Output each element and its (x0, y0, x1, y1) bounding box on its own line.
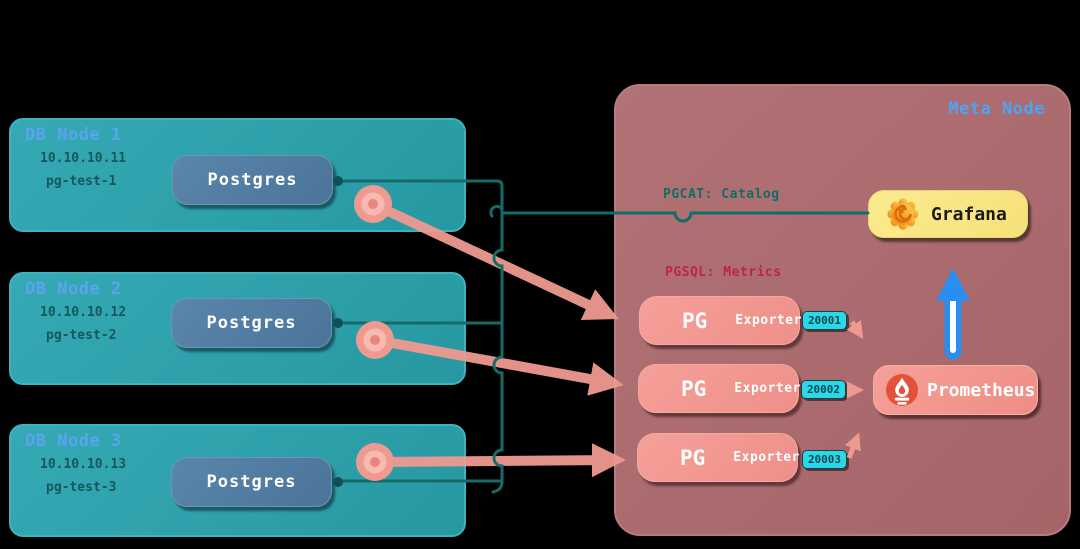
db-node-title: DB Node 1 (25, 125, 122, 145)
postgres-box-3: Postgres (171, 457, 332, 507)
grafana-label: Grafana (931, 203, 1007, 225)
exporter-pg-label: PG (681, 376, 707, 401)
db-node-ip: 10.10.10.11 (40, 151, 127, 166)
pg-exporter-3: PG Exporter (637, 433, 800, 482)
prometheus-box: Prometheus (873, 365, 1038, 415)
exporter-type-label: Exporter (734, 381, 801, 396)
pg-exporter-2: PG Exporter (638, 364, 801, 413)
meta-node-title: Meta Node (948, 99, 1045, 119)
db-node-1: DB Node 1 10.10.10.11 pg-test-1 (9, 118, 466, 232)
pgcat-catalog-label: PGCAT: Catalog (663, 187, 780, 202)
postgres-label: Postgres (207, 170, 298, 190)
exporter-pg-label: PG (682, 308, 708, 333)
db-node-hostname: pg-test-3 (46, 480, 117, 495)
postgres-box-2: Postgres (171, 298, 332, 348)
port-label: 20002 (806, 383, 841, 396)
pg-exporter-1: PG Exporter (639, 296, 802, 345)
postgres-box-1: Postgres (172, 155, 333, 205)
grafana-box: Grafana (868, 190, 1028, 238)
port-label: 20001 (807, 314, 842, 327)
exporter-pg-label: PG (680, 445, 706, 470)
db-node-title: DB Node 2 (25, 279, 122, 299)
prometheus-label: Prometheus (927, 379, 1036, 401)
port-badge-20001: 20001 (802, 311, 847, 330)
postgres-label: Postgres (206, 472, 297, 492)
db-node-hostname: pg-test-2 (46, 328, 117, 343)
postgres-label: Postgres (206, 313, 297, 333)
pgcat-junction-curl (489, 204, 504, 218)
db-node-title: DB Node 3 (25, 431, 122, 451)
prometheus-torch-icon (886, 374, 918, 406)
exporter-type-label: Exporter (733, 450, 800, 465)
port-badge-20003: 20003 (802, 450, 847, 469)
db-node-hostname: pg-test-1 (46, 174, 117, 189)
db-node-ip: 10.10.10.12 (40, 305, 127, 320)
grafana-sun-icon (887, 198, 919, 230)
pgsql-metrics-label: PGSQL: Metrics (665, 265, 782, 280)
port-label: 20003 (807, 453, 842, 466)
db-node-ip: 10.10.10.13 (40, 457, 127, 472)
port-badge-20002: 20002 (801, 380, 846, 399)
exporter-type-label: Exporter (735, 313, 802, 328)
